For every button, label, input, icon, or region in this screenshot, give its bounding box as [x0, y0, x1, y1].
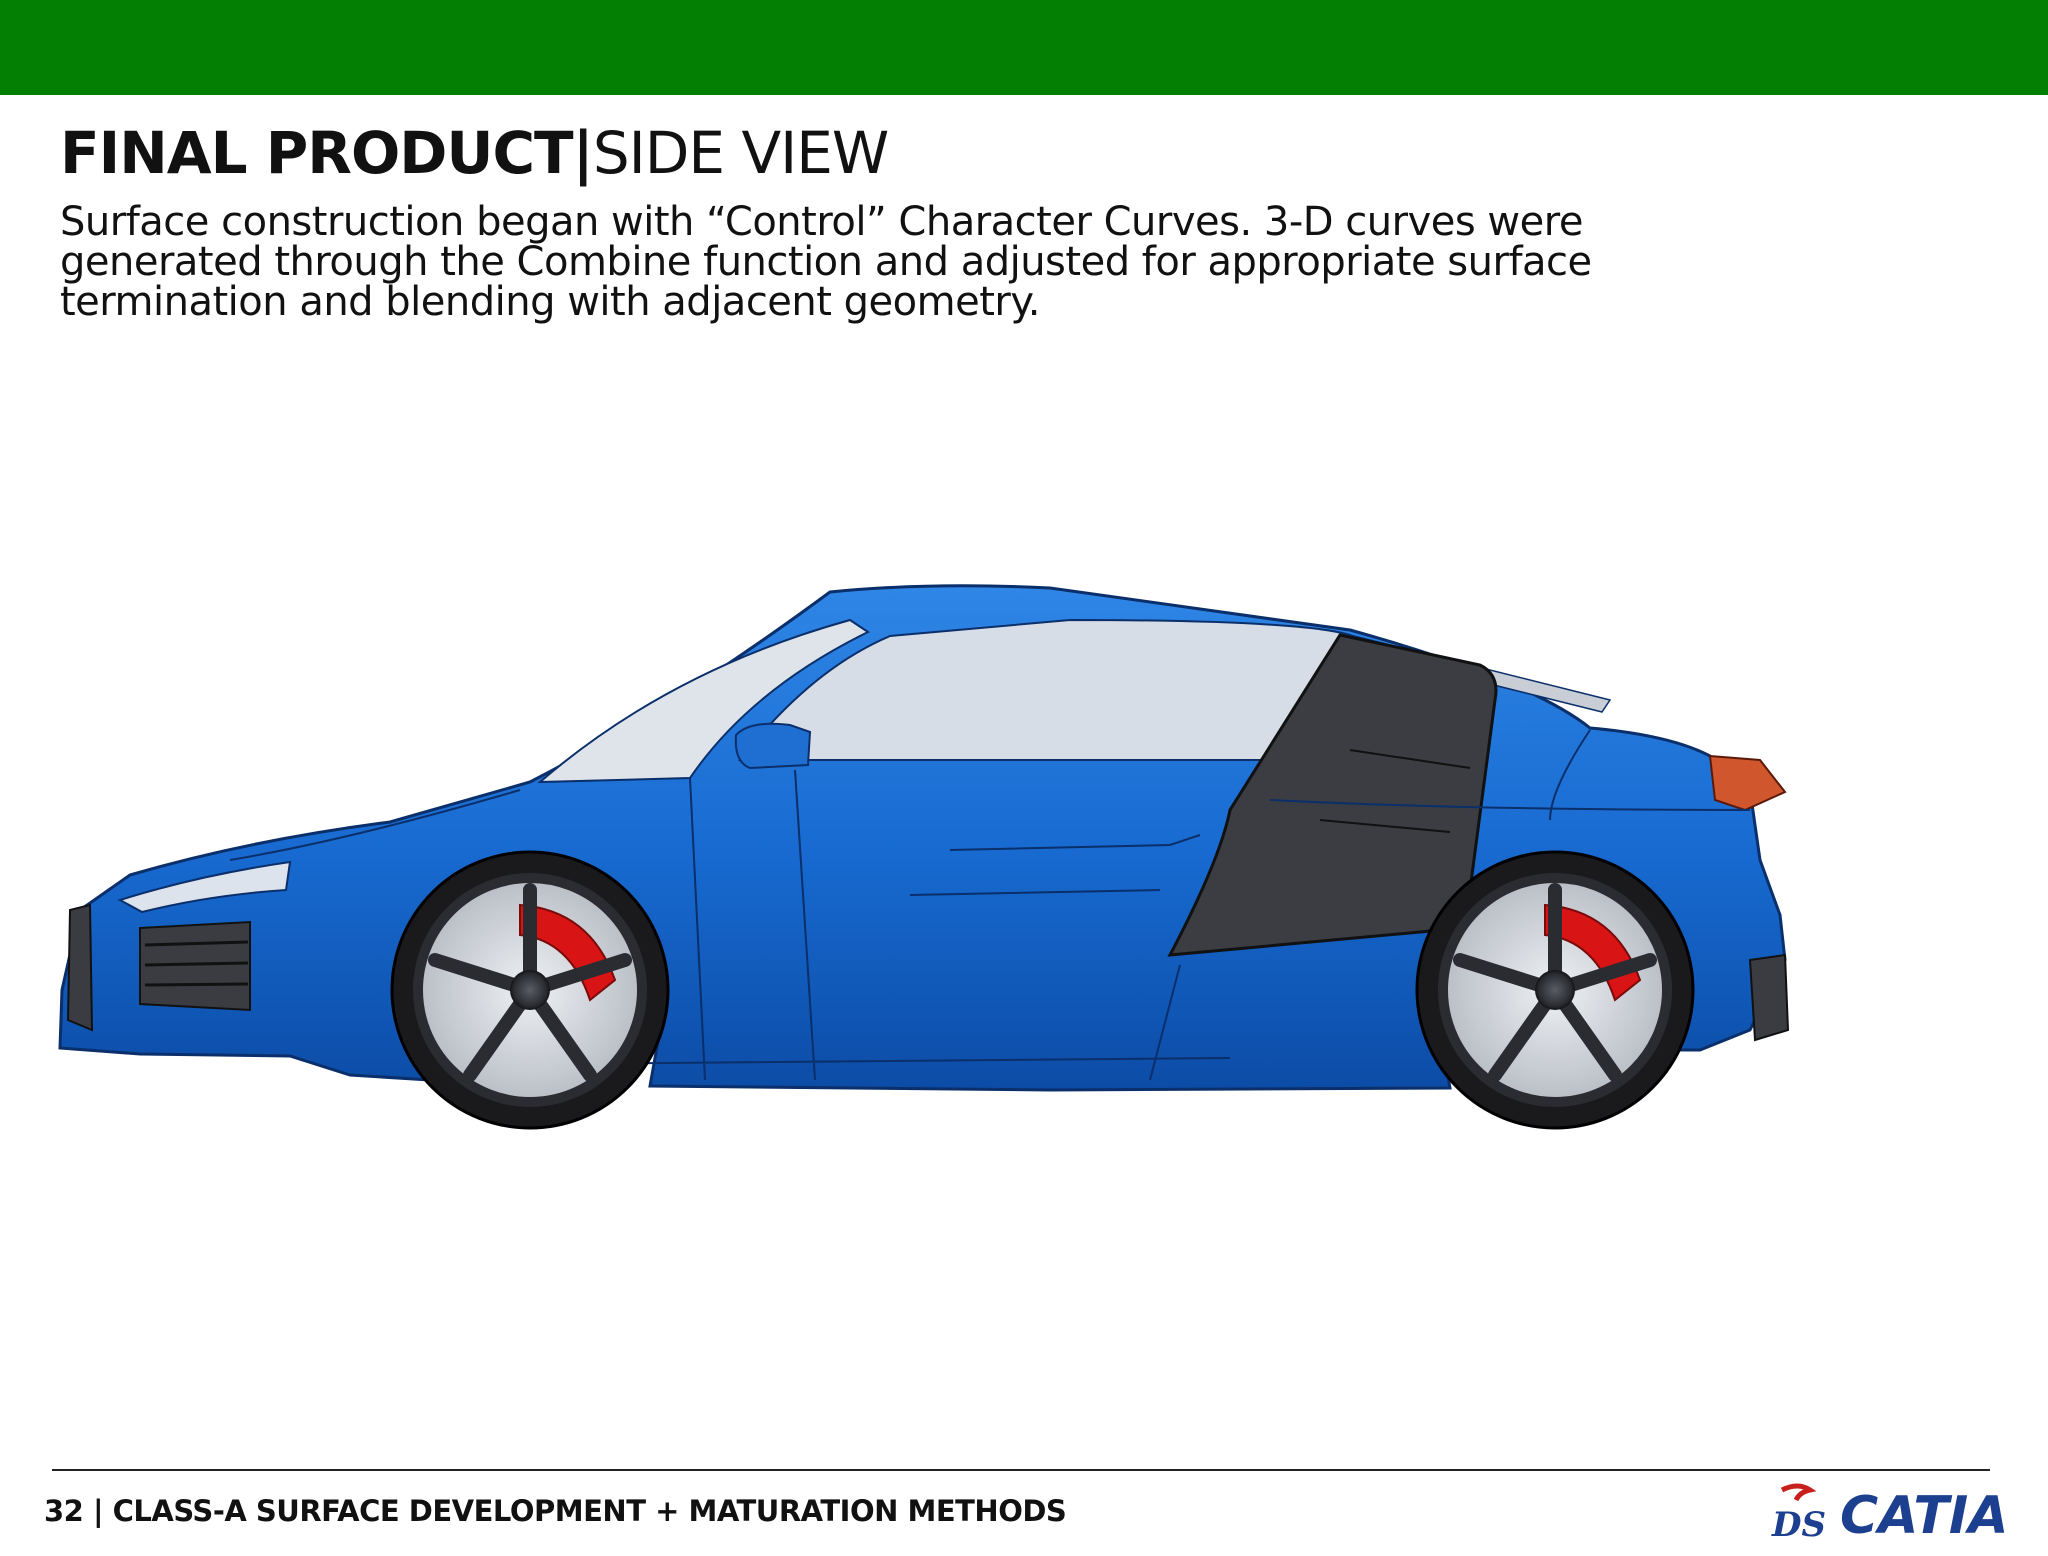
title-separator: | [572, 119, 594, 187]
slide-title: FINAL PRODUCT|SIDE VIEW [60, 118, 889, 188]
front-wheel [390, 850, 670, 1130]
headlight [117, 860, 292, 914]
title-bold: FINAL PRODUCT [60, 119, 574, 187]
ds-logo-icon: DS [1771, 1483, 1826, 1542]
front-grille [66, 903, 94, 1032]
rear-bumper [1748, 953, 1790, 1042]
catia-logo-text: CATIA [1840, 1486, 2009, 1546]
rear-wheel [1415, 850, 1695, 1130]
header-bar [0, 0, 2048, 95]
side-mirror [734, 722, 812, 770]
tail-light [1708, 754, 1787, 812]
windshield [537, 618, 870, 784]
car-side-view-icon [58, 584, 1790, 1130]
side-window [737, 618, 1352, 761]
footer-divider [52, 1469, 1990, 1471]
footer-text: 32 | CLASS-A SURFACE DEVELOPMENT + MATUR… [44, 1494, 1067, 1528]
title-light: SIDE VIEW [592, 119, 889, 187]
svg-text:DS: DS [1771, 1505, 1826, 1542]
slide-description: Surface construction began with “Control… [60, 199, 1592, 325]
